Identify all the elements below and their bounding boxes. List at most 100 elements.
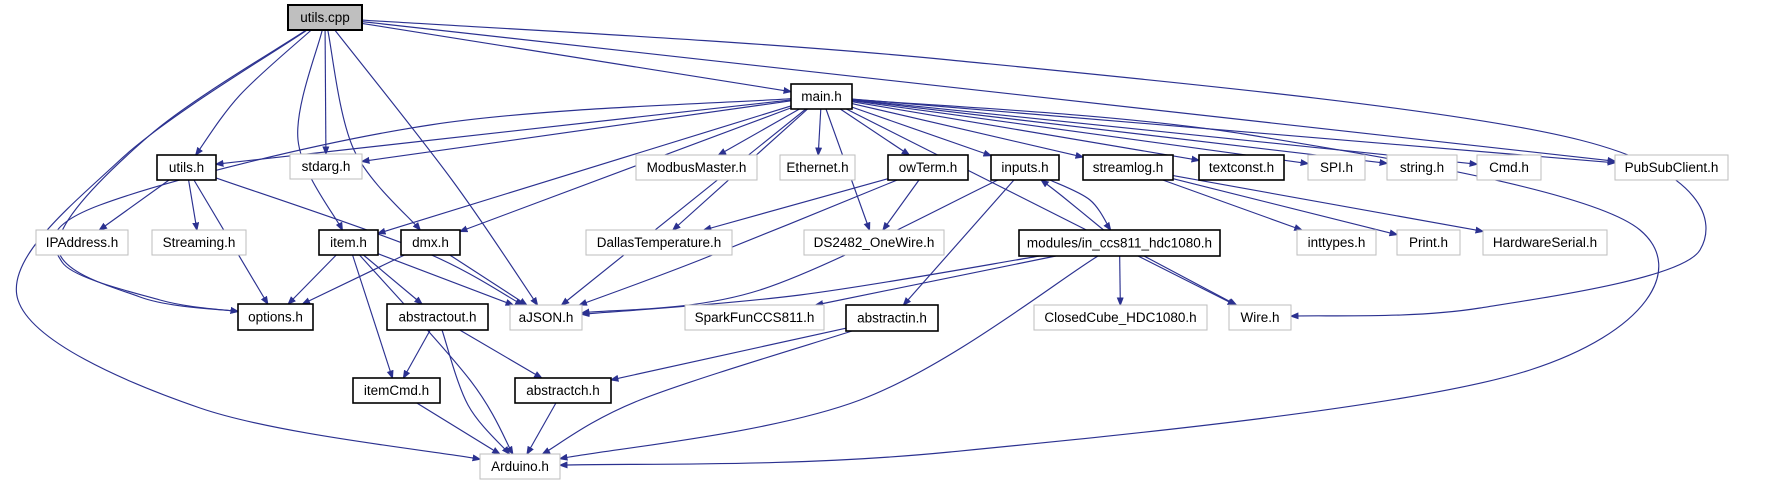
node-box-hardwareserial-h[interactable] — [1482, 229, 1608, 256]
node-box-streaming-h[interactable] — [151, 229, 247, 256]
node-box-owterm-h[interactable] — [887, 154, 969, 181]
node-options-h[interactable]: options.h — [237, 303, 314, 331]
edge-main-h-to-item-h — [376, 105, 792, 235]
node-ipaddress-h[interactable]: IPAddress.h — [35, 229, 129, 256]
edge-in-ccs811-hdc1080-h-to-inputs-h — [1040, 179, 1104, 231]
node-arduino-h[interactable]: Arduino.h — [479, 453, 561, 480]
node-box-utils-cpp[interactable] — [287, 4, 363, 31]
node-ethernet-h[interactable]: Ethernet.h — [779, 154, 856, 181]
node-box-wire-h[interactable] — [1228, 304, 1292, 331]
node-box-pubsubclient-h[interactable] — [1614, 154, 1729, 181]
node-box-abstractin-h[interactable] — [845, 304, 939, 332]
edge-abstractin-h-to-arduino-h — [541, 330, 853, 455]
node-utils-cpp[interactable]: utils.cpp — [287, 4, 363, 31]
edge-owterm-h-to-ajson-h — [578, 179, 898, 306]
node-box-streamlog-h[interactable] — [1082, 154, 1174, 181]
edge-main-h-to-utils-h — [214, 99, 792, 167]
node-box-textconst-h[interactable] — [1198, 154, 1285, 181]
node-utils-h[interactable]: utils.h — [156, 154, 217, 181]
node-main-h[interactable]: main.h — [790, 83, 853, 110]
edge-in-ccs811-hdc1080-h-to-ajson-h — [580, 255, 1040, 318]
node-in-ccs811-hdc1080-h[interactable]: modules/in_ccs811_hdc1080.h — [1018, 229, 1221, 257]
node-box-closedcube-hdc1080-h[interactable] — [1033, 304, 1208, 331]
node-abstractin-h[interactable]: abstractin.h — [845, 304, 939, 332]
edge-in-ccs811-hdc1080-h-to-closedcube-hdc1080-h — [1116, 255, 1124, 307]
edge-in-ccs811-hdc1080-h-to-wire-h — [1143, 255, 1238, 306]
node-string-h[interactable]: string.h — [1386, 154, 1458, 181]
edge-utils-cpp-to-utils-h — [194, 29, 312, 157]
node-box-itemcmd-h[interactable] — [352, 377, 441, 404]
node-modbusmaster-h[interactable]: ModbusMaster.h — [635, 154, 758, 181]
node-cmd-h[interactable]: Cmd.h — [1476, 154, 1542, 181]
node-box-dallastemperature-h[interactable] — [585, 229, 733, 256]
node-streamlog-h[interactable]: streamlog.h — [1082, 154, 1174, 181]
node-box-arduino-h[interactable] — [479, 453, 561, 480]
edge-abstractout-h-to-abstractch-h — [459, 329, 543, 379]
node-hardwareserial-h[interactable]: HardwareSerial.h — [1482, 229, 1608, 256]
node-print-h[interactable]: Print.h — [1396, 229, 1461, 256]
edge-main-h-to-arduino-h — [558, 98, 1660, 469]
node-box-ethernet-h[interactable] — [779, 154, 856, 181]
node-inttypes-h[interactable]: inttypes.h — [1296, 229, 1377, 256]
node-box-item-h[interactable] — [318, 229, 379, 256]
node-pubsubclient-h[interactable]: PubSubClient.h — [1614, 154, 1729, 181]
node-abstractch-h[interactable]: abstractch.h — [514, 377, 612, 404]
edge-item-h-to-abstractout-h — [363, 254, 424, 305]
edge-owterm-h-to-dallastemperature-h — [702, 178, 889, 232]
edge-main-h-to-string-h — [851, 99, 1389, 166]
node-abstractout-h[interactable]: abstractout.h — [386, 303, 489, 331]
edge-main-h-to-ajson-h — [560, 108, 807, 306]
edge-utils-cpp-to-stdarg-h — [322, 29, 330, 156]
node-box-ds2482-onewire-h[interactable] — [803, 229, 945, 256]
node-closedcube-hdc1080-h[interactable]: ClosedCube_HDC1080.h — [1033, 304, 1208, 331]
node-box-ipaddress-h[interactable] — [35, 229, 129, 256]
node-box-main-h[interactable] — [790, 83, 853, 110]
node-box-print-h[interactable] — [1396, 229, 1461, 256]
edge-main-h-to-spi-h — [851, 100, 1310, 167]
node-sparkfunccs811-h[interactable]: SparkFunCCS811.h — [684, 304, 825, 331]
edge-main-h-to-cmd-h — [851, 99, 1479, 167]
edge-in-ccs811-hdc1080-h-to-sparkfunccs811-h — [814, 255, 1056, 307]
node-item-h[interactable]: item.h — [318, 229, 379, 256]
node-box-stdarg-h[interactable] — [289, 153, 363, 180]
node-box-cmd-h[interactable] — [1476, 154, 1542, 181]
edge-item-h-to-itemcmd-h — [352, 254, 394, 380]
node-box-abstractch-h[interactable] — [514, 377, 612, 404]
node-box-spi-h[interactable] — [1307, 154, 1366, 181]
edge-owterm-h-to-ds2482-onewire-h — [882, 179, 920, 232]
edge-inputs-h-to-ajson-h — [580, 179, 999, 316]
node-box-string-h[interactable] — [1386, 154, 1458, 181]
node-box-dmx-h[interactable] — [400, 229, 461, 256]
node-box-options-h[interactable] — [237, 303, 314, 331]
node-dallastemperature-h[interactable]: DallasTemperature.h — [585, 229, 733, 256]
node-box-abstractout-h[interactable] — [386, 303, 489, 331]
edge-utils-cpp-to-pubsubclient-h — [361, 21, 1617, 164]
node-box-inputs-h[interactable] — [990, 154, 1060, 181]
node-owterm-h[interactable]: owTerm.h — [887, 154, 969, 181]
node-box-in-ccs811-hdc1080-h[interactable] — [1018, 229, 1221, 257]
node-ds2482-onewire-h[interactable]: DS2482_OneWire.h — [803, 229, 945, 256]
node-box-sparkfunccs811-h[interactable] — [684, 304, 825, 331]
node-box-modbusmaster-h[interactable] — [635, 154, 758, 181]
node-stdarg-h[interactable]: stdarg.h — [289, 153, 363, 180]
node-spi-h[interactable]: SPI.h — [1307, 154, 1366, 181]
edge-dmx-h-to-ajson-h — [449, 254, 529, 306]
node-box-inttypes-h[interactable] — [1296, 229, 1377, 256]
edge-utils-cpp-to-item-h — [297, 29, 344, 232]
edge-main-h-to-stdarg-h — [360, 100, 792, 164]
edge-abstractch-h-to-arduino-h — [526, 402, 557, 456]
node-dmx-h[interactable]: dmx.h — [400, 229, 461, 256]
edge-main-h-to-inputs-h — [851, 106, 993, 157]
edge-in-ccs811-hdc1080-h-to-arduino-h — [558, 255, 1099, 461]
node-streaming-h[interactable]: Streaming.h — [151, 229, 247, 256]
edge-inputs-h-to-in-ccs811-hdc1080-h — [1049, 179, 1112, 232]
node-textconst-h[interactable]: textconst.h — [1198, 154, 1285, 181]
node-wire-h[interactable]: Wire.h — [1228, 304, 1292, 331]
node-itemcmd-h[interactable]: itemCmd.h — [352, 377, 441, 404]
node-inputs-h[interactable]: inputs.h — [990, 154, 1060, 181]
node-ajson-h[interactable]: aJSON.h — [509, 304, 583, 331]
node-box-ajson-h[interactable] — [509, 304, 583, 331]
node-box-utils-h[interactable] — [156, 154, 217, 181]
edge-utils-cpp-to-main-h — [361, 22, 793, 94]
